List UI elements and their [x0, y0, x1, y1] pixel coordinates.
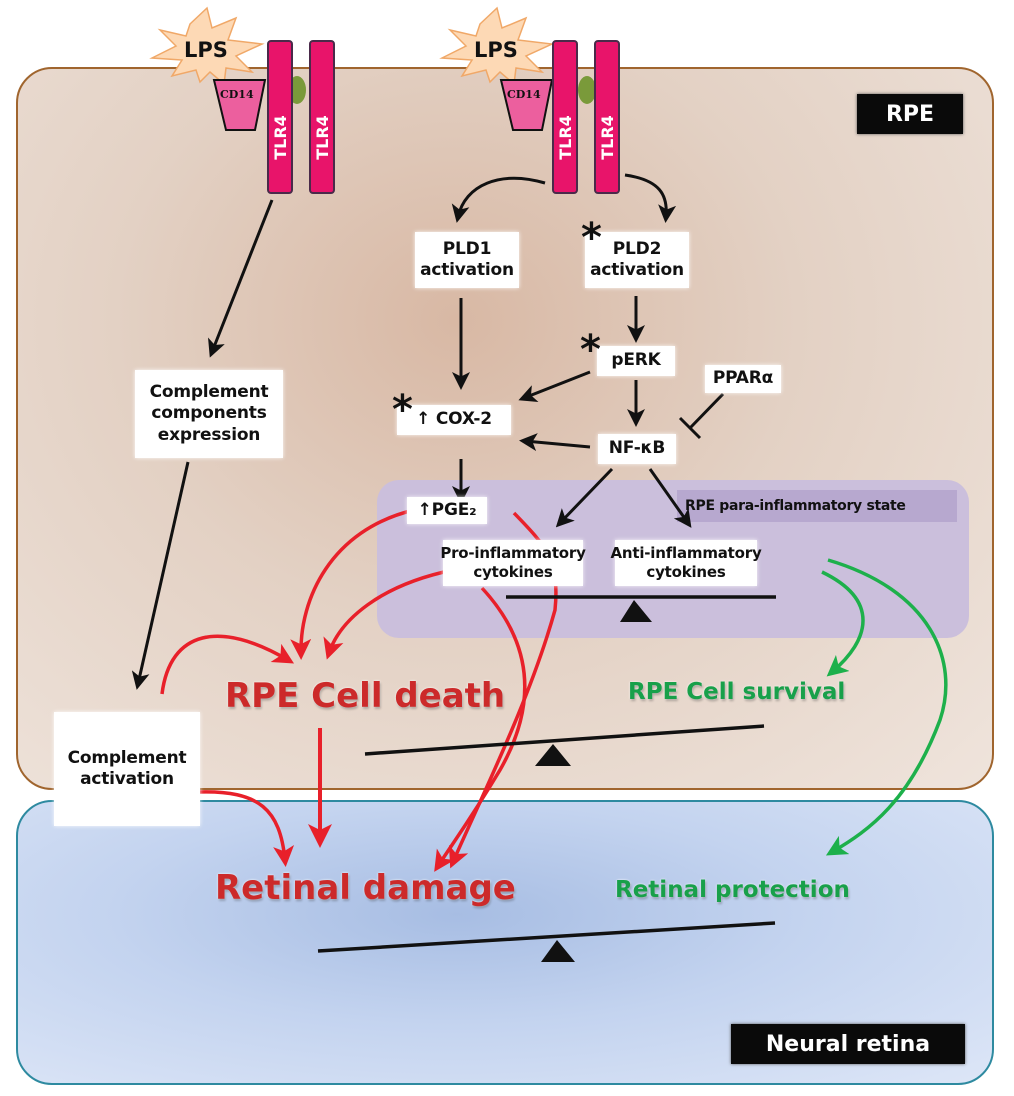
balance-retina-fate	[317, 921, 776, 962]
arrow-pro-cytokines-to-rpe-death	[323, 568, 454, 660]
tlr4-receptor: TLR4	[267, 40, 293, 194]
cd14-receptor-2	[499, 79, 554, 131]
pro-inflammatory-cytokines-node: Pro-inflammatory cytokines	[440, 540, 586, 586]
arrow-complement-to-rpe-death	[160, 634, 295, 695]
complement-activation-node: Complement activation	[54, 712, 200, 826]
inhibition-ppara-to-nfkb	[688, 392, 725, 430]
retinal-protection-outcome: Retinal protection	[615, 877, 850, 903]
complement-expression-node: Complement components expression	[135, 370, 283, 458]
cd14-label-2: CD14	[507, 88, 541, 101]
arrow-pge2-to-rpe-death	[290, 508, 415, 660]
rpe-label: RPE	[857, 94, 963, 134]
arrow-tlr4-to-pld1	[451, 176, 546, 223]
retinal-damage-outcome: Retinal damage	[215, 868, 516, 908]
lps-starburst-2	[439, 6, 555, 86]
inhibition-bar	[678, 416, 702, 440]
neural-retina-label: Neural retina	[731, 1024, 965, 1064]
arrow-tlr4-to-pld2	[624, 173, 677, 223]
lps-starburst-1	[149, 6, 265, 86]
arrow-nfkb-to-anti-cytokines	[648, 468, 692, 528]
rpe-cell-death-outcome: RPE Cell death	[225, 676, 506, 716]
cd14-receptor-1	[212, 79, 267, 131]
signaling-arrows	[131, 173, 725, 690]
pld2-activation-node: PLD2 activation	[585, 232, 689, 288]
arrow-tlr4-to-complement	[208, 199, 274, 358]
nfkb-node: NF-κB	[598, 434, 676, 464]
rpe-cell-survival-outcome: RPE Cell survival	[628, 679, 846, 705]
protective-arrows	[821, 558, 948, 856]
ppara-node: PPARα	[705, 365, 781, 393]
arrow-nfkb-to-pro-cytokines	[555, 467, 614, 528]
cox2-node: ↑ COX-2	[397, 405, 511, 435]
pge2-node: ↑PGE₂	[407, 497, 487, 524]
para-inflammatory-label: RPE para-inflammatory state	[677, 490, 957, 522]
tlr4-receptor: TLR4	[309, 40, 335, 194]
tlr4-receptor: TLR4	[594, 40, 620, 194]
significance-asterisk-perk: *	[580, 327, 601, 373]
arrow-complement-to-retinal-damage	[197, 790, 295, 867]
arrow-nfkb-to-cox2	[519, 433, 591, 452]
lps-label-1: LPS	[184, 38, 228, 62]
arrow-anti-cytokines-to-rpe-survival	[821, 570, 865, 677]
arrow-anti-cytokines-to-retinal-protection	[825, 558, 948, 856]
significance-asterisk-pld2: *	[581, 215, 602, 261]
md2-2	[578, 76, 596, 104]
lps-label-2: LPS	[474, 38, 518, 62]
pld1-activation-node: PLD1 activation	[415, 232, 519, 288]
tlr4-receptor: TLR4	[552, 40, 578, 194]
perk-node: pERK	[597, 346, 675, 376]
anti-inflammatory-cytokines-node: Anti-inflammatory cytokines	[610, 540, 762, 586]
balance-rpe-fate	[364, 724, 765, 766]
arrow-complement-expression-to-activation	[131, 461, 190, 690]
significance-asterisk-cox2: *	[392, 387, 413, 433]
cd14-label-1: CD14	[220, 88, 254, 101]
arrow-perk-to-cox2	[518, 370, 591, 402]
balance-cytokines	[506, 595, 776, 622]
arrow-pro-cytokines-to-retinal-damage	[434, 586, 527, 872]
